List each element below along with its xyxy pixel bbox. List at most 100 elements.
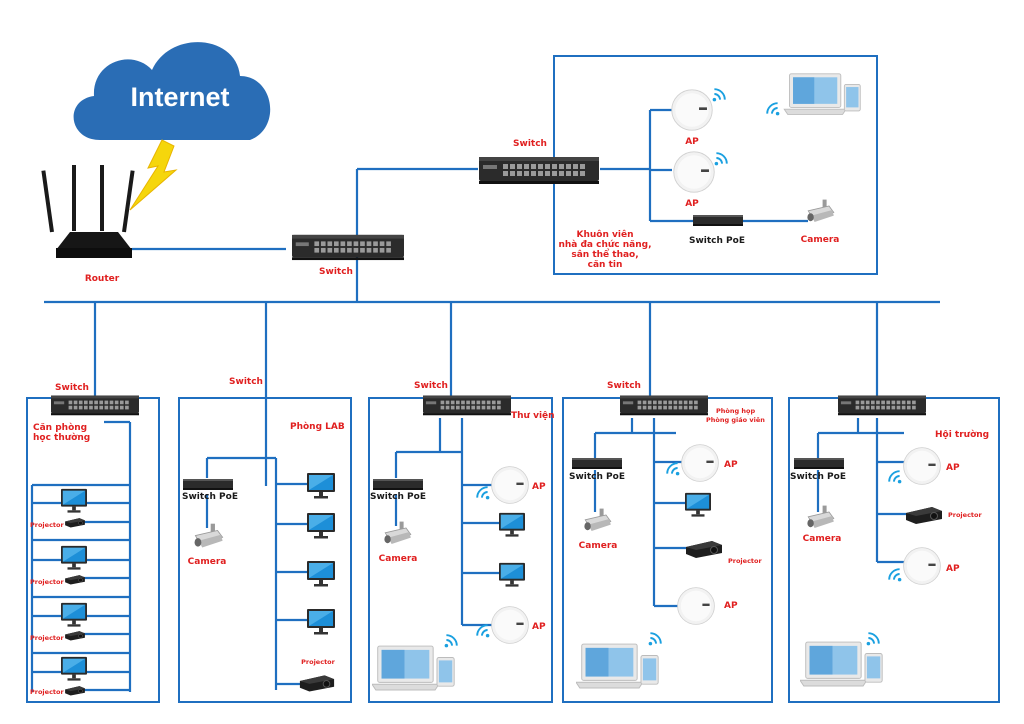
hall-camera (807, 505, 835, 529)
classroom-projector-3-label: Projector (30, 634, 64, 642)
classroom-projector-2-label: Projector (30, 578, 64, 586)
meeting-poe-switch (572, 458, 622, 469)
meeting-monitor (685, 492, 711, 517)
lab-poe-switch (183, 479, 233, 490)
svg-text:Căn phòng: Căn phòng (33, 422, 87, 433)
lab-zone-label: Phòng LAB (290, 421, 345, 432)
wifi-icon (444, 634, 458, 648)
classroom-monitor-3 (61, 602, 87, 627)
hall-switch (838, 395, 926, 416)
library-switch-label: Switch (414, 381, 448, 391)
classroom-monitor-4 (61, 656, 87, 681)
svg-text:học thường: học thường (33, 432, 90, 443)
library-camera (383, 521, 412, 545)
zone-classroom (26, 397, 160, 703)
lab-projector-label: Projector (301, 658, 335, 666)
svg-text:Phòng họp: Phòng họp (716, 407, 755, 415)
lab-projector (299, 674, 335, 693)
library-laptop-icon (372, 645, 455, 691)
classroom-projector-1 (64, 517, 86, 528)
hall-laptop-icon (800, 641, 883, 687)
wifi-icon (888, 568, 902, 582)
campus-poe-label: Switch PoE (689, 236, 745, 246)
classroom-projector-4 (64, 685, 86, 696)
internet-cloud: Internet (73, 42, 271, 140)
campus-poe-switch (693, 215, 743, 226)
hall-ap-2 (903, 547, 941, 585)
meeting-poe-label: Switch PoE (569, 472, 625, 482)
library-ap-2 (491, 606, 529, 644)
lab-poe-label: Switch PoE (182, 492, 238, 502)
wifi-icon (666, 462, 680, 476)
lab-monitor-4 (307, 609, 335, 635)
campus-switch (479, 157, 599, 184)
lightning-icon (129, 139, 178, 211)
meeting-camera (584, 508, 612, 532)
svg-text:Khuôn viên: Khuôn viên (577, 229, 634, 240)
lab-camera-label: Camera (188, 557, 227, 567)
library-poe-switch (373, 479, 423, 490)
svg-text:căn tin: căn tin (588, 260, 623, 270)
lab-monitor-2 (307, 513, 335, 539)
meeting-laptop-icon (576, 643, 659, 689)
zone-lab (178, 397, 352, 703)
meeting-zone-label: Phòng họp Phòng giáo viên (706, 407, 765, 424)
campus-switch-label: Switch (513, 139, 547, 149)
svg-text:sân thể thao,: sân thể thao, (571, 248, 638, 260)
hall-zone-label: Hội trường (935, 429, 989, 440)
campus-ap-1 (671, 89, 713, 131)
svg-text:Phòng giáo viên: Phòng giáo viên (706, 416, 765, 424)
hall-poe-label: Switch PoE (790, 472, 846, 482)
classroom-projector-4-label: Projector (30, 688, 64, 696)
lab-monitor-3 (307, 561, 335, 587)
meeting-camera-label: Camera (579, 541, 618, 551)
hall-ap-1 (903, 447, 941, 485)
wifi-icon (866, 632, 880, 646)
lab-monitor-1 (307, 473, 335, 499)
hall-projector (905, 506, 943, 525)
library-camera-label: Camera (379, 554, 418, 564)
classroom-projector-3 (64, 630, 86, 641)
wifi-icon (714, 152, 728, 166)
core-switch-label: Switch (319, 267, 353, 277)
wifi-icon (476, 624, 490, 638)
classroom-switch (51, 395, 139, 416)
library-ap-1-label: AP (532, 482, 546, 492)
library-monitor-1 (499, 512, 525, 537)
wifi-icon (648, 632, 662, 646)
meeting-ap-1 (681, 444, 719, 482)
meeting-switch (620, 395, 708, 416)
router-label: Router (85, 274, 120, 284)
campus-laptop-icon (783, 73, 861, 115)
svg-text:nhà đa chức năng,: nhà đa chức năng, (558, 240, 651, 250)
wifi-icon (712, 88, 726, 102)
core-switch (292, 234, 404, 261)
internet-label: Internet (130, 82, 229, 112)
classroom-projector-1-label: Projector (30, 521, 64, 529)
campus-zone-label: Khuôn viên nhà đa chức năng, sân thể tha… (558, 229, 651, 270)
connection-lines (44, 167, 940, 486)
campus-camera-label: Camera (801, 235, 840, 245)
library-monitor-2 (499, 562, 525, 587)
library-ap-1 (491, 466, 529, 504)
classroom-monitor-2 (61, 545, 87, 570)
campus-ap-1-label: AP (685, 137, 699, 147)
lab-switch-label: Switch (229, 377, 263, 387)
hall-camera-label: Camera (803, 534, 842, 544)
hall-ap-1-label: AP (946, 463, 960, 473)
library-switch (423, 395, 511, 416)
library-zone-label: Thư viện (511, 411, 555, 421)
hall-poe-switch (794, 458, 844, 469)
classroom-projector-2 (64, 574, 86, 585)
lab-camera (194, 523, 224, 548)
classroom-monitor-1 (61, 488, 87, 513)
wifi-icon (766, 102, 780, 116)
hall-projector-label: Projector (948, 511, 982, 519)
campus-ap-2 (673, 151, 715, 193)
meeting-ap-1-label: AP (724, 460, 738, 470)
meeting-switch-label: Switch (607, 381, 641, 391)
meeting-ap-2 (677, 587, 715, 625)
classroom-switch-label: Switch (55, 383, 89, 393)
router: Router (41, 165, 135, 284)
